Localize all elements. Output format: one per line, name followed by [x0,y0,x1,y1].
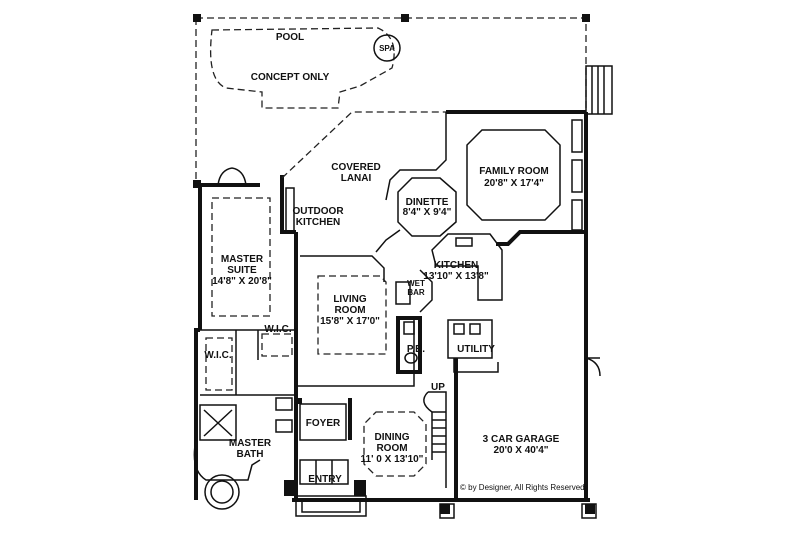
lanai-label-line2: LANAI [341,173,372,184]
garage-walls [439,357,601,519]
master-bath-label-line2: BATH [236,449,263,460]
entry-label: ENTRY [308,474,342,485]
lanai-wall [385,112,447,201]
master-suite-dims: 14'8" X 20'8" [212,276,272,287]
kitchen-island [419,269,433,313]
entry-porch [284,459,367,517]
powder-bath [396,316,422,374]
kitchen-sink [455,237,473,247]
dinette-dims: 8'4" X 9'4" [403,207,452,218]
garage-label: 3 CAR GARAGE [483,434,560,445]
master-suite-label-line2: SUITE [227,265,257,276]
family-room-windows [571,119,583,231]
master-bath-fixtures [193,397,293,510]
concept-only-label: CONCEPT ONLY [251,72,330,83]
dinette-label: DINETTE [406,197,449,208]
living-room-label-line2: ROOM [334,305,365,316]
kitchen-dims: 13'10" X 13'8" [423,271,489,282]
copyright-notice: © by Designer, All Rights Reserved [460,483,585,492]
kitchen-label: KITCHEN [434,260,478,271]
family-room-wall [496,230,586,246]
family-room-outline [466,129,561,221]
garage-dims: 20'0 X 40'4" [493,445,548,456]
outdoor-kitchen-label-line1: OUTDOOR [292,206,344,217]
master-bath-label-line1: MASTER [229,438,272,449]
master-suite-doors [217,167,247,186]
lanai-outline [281,111,446,179]
spa-outline [373,34,401,62]
dining-room-label-line2: ROOM [376,443,407,454]
living-room-label-line1: LIVING [333,294,367,305]
wic-left-label: W.I.C. [204,350,231,361]
pool-outline [209,27,395,109]
foyer-outline [299,403,347,441]
powder-bath-label: P.B. [407,344,425,355]
outdoor-kitchen-label-line2: KITCHEN [296,217,340,228]
dinette-outline [397,177,457,237]
outdoor-kitchen-counter [285,187,295,233]
living-room-outline [317,275,387,355]
wic-right-label: W.I.C. [264,324,291,335]
pool-label: POOL [276,32,304,43]
living-room-walls [300,255,385,282]
dining-room-outline [363,411,427,477]
house-walls [194,110,590,502]
master-wic-walls [200,329,296,396]
utility-label: UTILITY [457,344,495,355]
stairs [423,391,447,488]
master-suite-outline [211,197,271,317]
lanai-inner-wall [375,229,401,253]
dining-room-label-line1: DINING [375,432,410,443]
wet-bar-label-line1: WET [407,279,425,288]
wet-bar-counter [395,281,411,305]
lanai-label-line1: COVERED [331,162,380,173]
living-room-dims: 15'8" X 17'0" [320,316,380,327]
pool-deck-posts [193,14,590,188]
family-room-dims: 20'8" X 17'4" [484,178,544,189]
family-room-label: FAMILY ROOM [479,166,548,177]
spa-label: SPA [379,44,395,53]
master-suite-label-line1: MASTER [221,254,264,265]
wet-bar-label-line2: BAR [407,288,425,297]
living-room-divider [296,318,415,387]
kitchen-counter [431,233,503,301]
dining-room-dims: 11' 0 X 13'10" [361,454,424,465]
deck-stairs [585,65,613,115]
stairs-up-label: UP [431,382,445,393]
foyer-label: FOYER [306,418,341,429]
